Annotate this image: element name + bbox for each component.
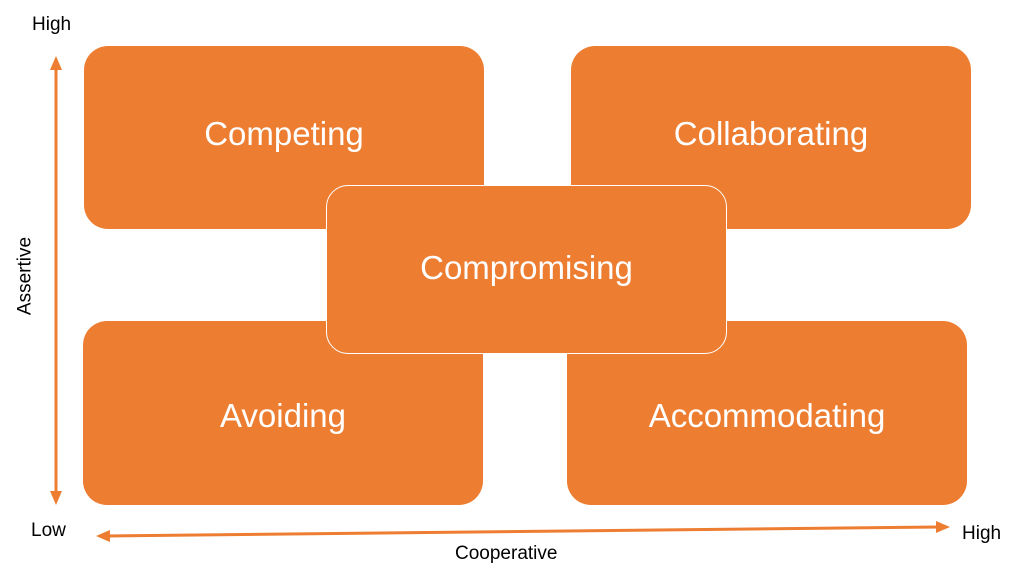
collaborating-label: Collaborating <box>673 114 869 152</box>
competing-label: Competing <box>204 114 364 152</box>
x-axis-arrow <box>96 521 950 542</box>
avoiding-label: Avoiding <box>220 396 346 434</box>
y-axis-high-label: High <box>32 14 72 35</box>
y-axis-low-label: Low <box>31 520 66 541</box>
x-axis-title: Cooperative <box>455 543 558 564</box>
y-axis-title: Assertive <box>14 236 36 316</box>
x-axis-high-label: High <box>962 523 1002 544</box>
compromising-label: Compromising <box>420 248 633 286</box>
accommodating-label: Accommodating <box>648 396 886 434</box>
compromising-box: Compromising <box>326 185 727 354</box>
y-axis-arrow <box>50 56 62 505</box>
